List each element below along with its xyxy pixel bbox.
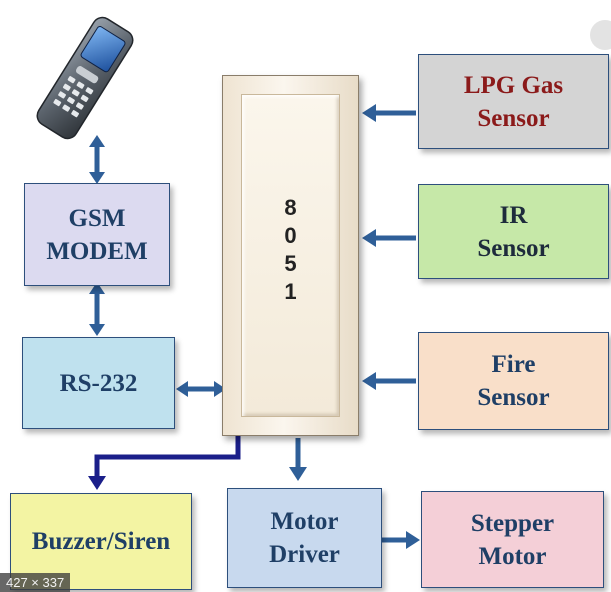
arrow-phone-gsm: [89, 135, 105, 184]
box-label-line: Sensor: [477, 104, 550, 132]
box-label-line: Stepper: [470, 509, 555, 537]
box-label-line: RS-232: [59, 369, 138, 397]
image-size-badge: 427 × 337: [0, 573, 71, 592]
box-label-line: Buzzer/Siren: [31, 528, 171, 555]
cpu-label-char: 5: [284, 251, 297, 276]
microcontroller-8051-block: 8 0 5 1: [222, 75, 359, 436]
gsm-modem-box: GSM MODEM: [24, 183, 170, 286]
overlay-corner-icon: [590, 20, 611, 50]
arrow-fire-cpu: [362, 372, 416, 390]
box-label-line: Motor: [270, 508, 339, 535]
arrow-cpu-motordriver: [289, 438, 307, 481]
box-label-line: Driver: [269, 541, 340, 568]
arrow-rs232-cpu: [176, 381, 226, 397]
stepper-motor-box: Stepper Motor: [421, 491, 604, 588]
cpu-label-char: 1: [284, 279, 297, 304]
microcontroller-inner-bevel: 8 0 5 1: [241, 94, 340, 417]
cpu-label-char: 8: [284, 195, 297, 220]
arrow-lpg-cpu: [362, 104, 416, 122]
fire-sensor-box: Fire Sensor: [418, 332, 609, 430]
box-label-line: Motor: [478, 542, 547, 570]
arrow-gsm-rs232: [89, 282, 105, 336]
box-label-line: Sensor: [477, 384, 550, 411]
lpg-gas-sensor-box: LPG Gas Sensor: [418, 54, 609, 149]
box-label-line: MODEM: [46, 237, 148, 265]
arrow-ir-cpu: [362, 229, 416, 247]
ir-sensor-box: IR Sensor: [418, 184, 609, 279]
box-label-line: IR: [499, 201, 528, 229]
rs232-box: RS-232: [22, 337, 175, 429]
cpu-label-char: 0: [284, 223, 297, 248]
box-label-line: Sensor: [477, 234, 550, 262]
arrow-motordriver-stepper: [382, 531, 420, 549]
arrow-cpu-buzzer: [88, 436, 241, 490]
box-label-line: Fire: [491, 351, 536, 378]
box-label-line: GSM: [68, 204, 126, 232]
mobile-phone-icon: [36, 16, 134, 140]
motor-driver-box: Motor Driver: [227, 488, 382, 588]
box-label-line: LPG Gas: [463, 71, 564, 99]
